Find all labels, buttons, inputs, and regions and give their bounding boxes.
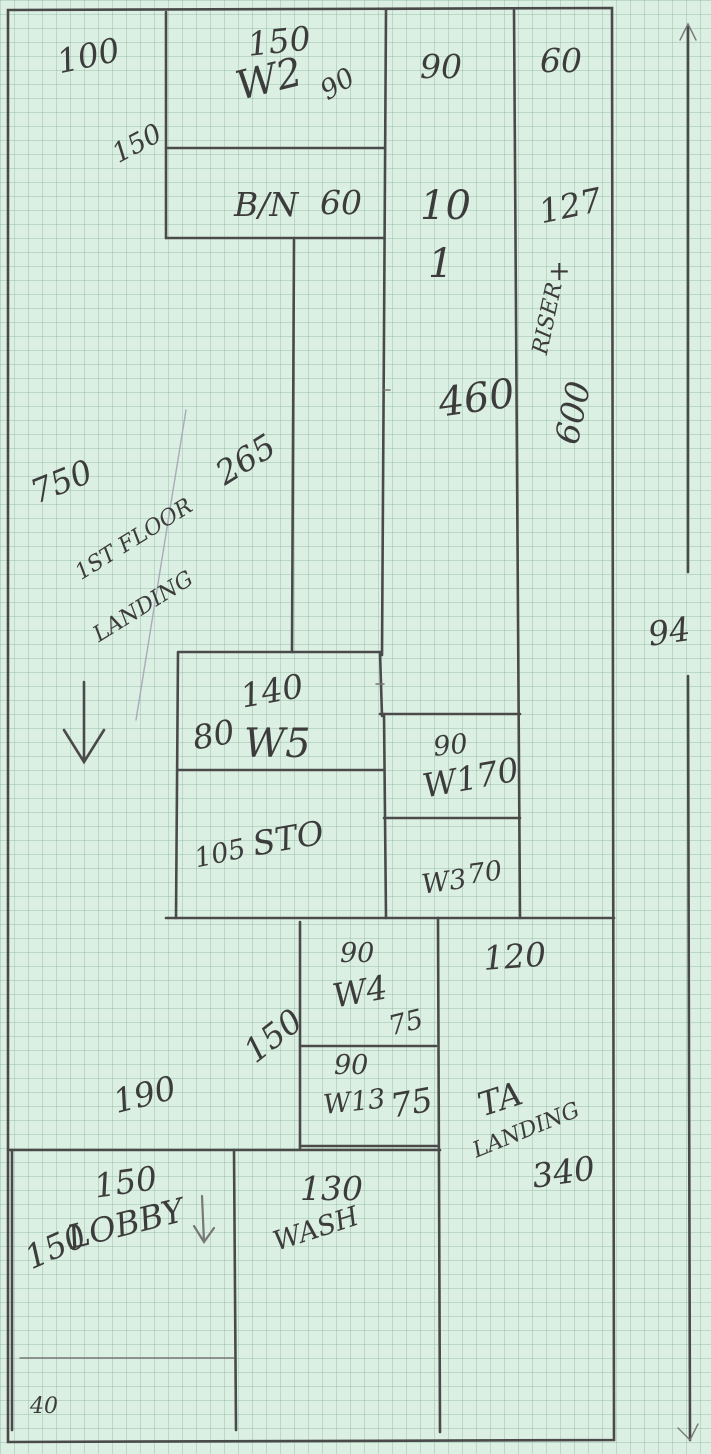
wall-col90-left: [380, 8, 388, 657]
bottom-left-depth: 40: [30, 1394, 58, 1419]
overall-dimension-line: [686, 24, 692, 1442]
w5-width: 140: [237, 666, 307, 716]
column-90-ten: 10: [420, 183, 471, 229]
w5-label: W5: [244, 721, 311, 767]
w5-depth: 80: [189, 711, 238, 758]
column-90-width: 90: [420, 47, 462, 86]
column-60-width: 60: [540, 41, 582, 80]
w13-depth: 75: [387, 1079, 436, 1126]
wall-col60-left: [512, 8, 522, 920]
down-arrow-lobby: [192, 1194, 216, 1244]
w1-label: W1: [419, 757, 481, 806]
w4-depth: 75: [385, 1003, 427, 1043]
down-arrow-landing: [62, 680, 106, 765]
bin-label: B/N: [234, 185, 299, 224]
w1-width: 90: [431, 728, 470, 763]
lobby-width: 150: [91, 1158, 160, 1206]
ta-landing-width: 120: [481, 934, 548, 978]
wash-width: 130: [300, 1169, 363, 1208]
outer-wall: [6, 6, 616, 1444]
riser-mark: +: [548, 256, 571, 287]
wall-w4-right: [436, 916, 442, 1434]
overall-dimension-arrow-top: [679, 22, 697, 41]
w3-label: W3: [419, 863, 469, 901]
w4-label: W4: [329, 967, 391, 1016]
w3-depth: 70: [465, 855, 505, 891]
wall-w1-left: [382, 712, 388, 920]
ta-landing-length: 340: [529, 1148, 598, 1196]
wall-lobby-right: [232, 1148, 238, 1432]
w13-label: W13: [321, 1083, 387, 1121]
w4-width: 90: [340, 938, 375, 969]
overall-dimension-arrow-bottom: [677, 1423, 699, 1442]
bin-depth: 60: [320, 183, 362, 222]
overall-length: 94: [645, 609, 693, 654]
faint-stroke: [135, 409, 187, 721]
column-90-length: 460: [435, 370, 518, 427]
w13-width: 90: [334, 1050, 369, 1081]
wall-landing-inner: [290, 238, 296, 654]
w1-depth: 70: [473, 749, 522, 796]
wall-w5-block: [174, 650, 384, 920]
column-90-one: 1: [428, 241, 454, 287]
